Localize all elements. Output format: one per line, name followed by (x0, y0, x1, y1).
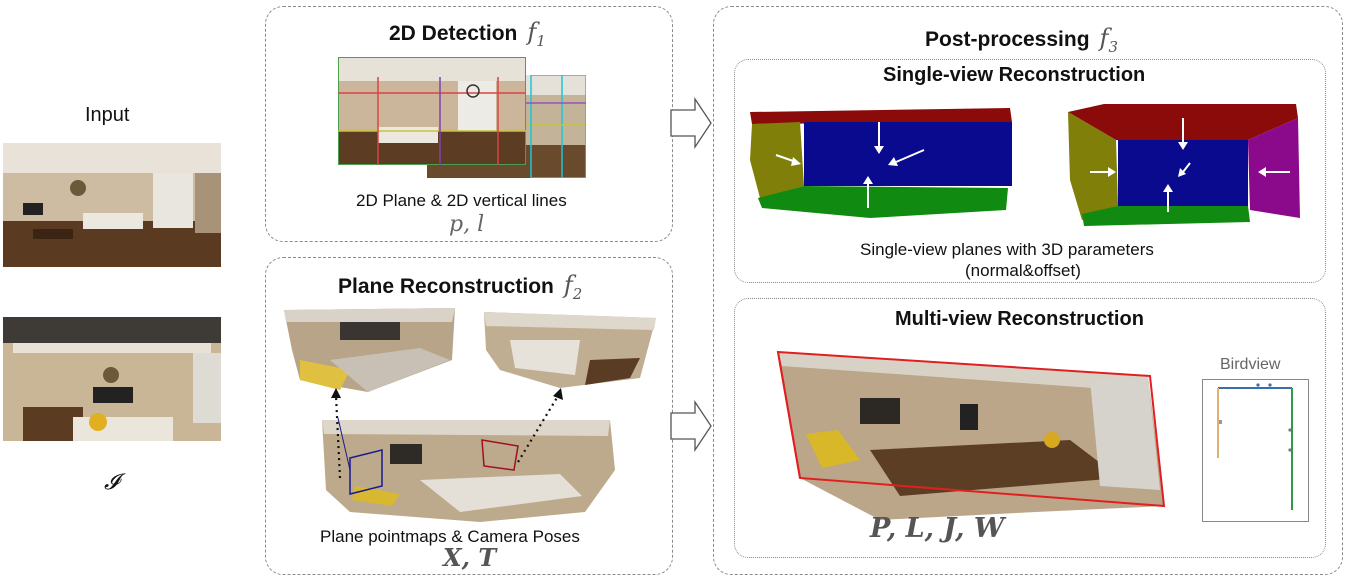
single-view-right (1068, 104, 1300, 226)
flow-arrow-top (670, 96, 712, 150)
single-view-title: Single-view Reconstruction (883, 64, 1146, 86)
post-title-text: Post-processing (925, 28, 1090, 51)
input-image-2 (3, 317, 221, 441)
single-view-caption-1: Single-view planes with 3D parameters (860, 240, 1154, 259)
reconstruction-caption: Plane pointmaps & Camera Poses (320, 527, 580, 546)
post-box (713, 6, 1343, 575)
input-title: Input (85, 104, 130, 126)
single-view-left (750, 108, 1012, 218)
single-view-box (734, 59, 1326, 283)
multi-view-box (734, 298, 1326, 558)
detection-title-text: 2D Detection (389, 22, 518, 45)
input-image-1 (3, 143, 221, 267)
pointmap-combined (322, 417, 615, 522)
detection-caption: 2D Plane & 2D vertical lines (356, 191, 567, 210)
reconstruction-title-text: Plane Reconstruction (338, 275, 554, 298)
flow-arrow-bottom (670, 399, 712, 453)
detection-vars: p, l (449, 212, 485, 237)
pointmap-view-2 (484, 312, 656, 388)
birdview-label: Birdview (1220, 356, 1281, 373)
multi-view-title: Multi-view Reconstruction (895, 308, 1144, 330)
detection-image-front (338, 57, 526, 165)
detection-title: 2D Detection f1 (389, 18, 546, 50)
post-title: Post-processing f3 (925, 24, 1118, 56)
reconstruction-fn: f2 (563, 271, 583, 303)
pointmap-view-1 (284, 308, 455, 392)
correspondence-arrow-2 (517, 395, 559, 463)
reconstruction-title: Plane Reconstruction f2 (338, 271, 582, 303)
single-view-caption-2: (normal&offset) (965, 261, 1081, 280)
post-fn: f3 (1099, 24, 1118, 56)
multi-view-vars: P, L, J, W (870, 513, 1005, 544)
input-symbol: 𝓘 (104, 470, 119, 495)
detection-fn: f1 (527, 18, 546, 50)
multi-view-room (778, 352, 1164, 520)
correspondence-arrow-1 (334, 395, 342, 479)
reconstruction-vars: X, T (443, 543, 497, 572)
